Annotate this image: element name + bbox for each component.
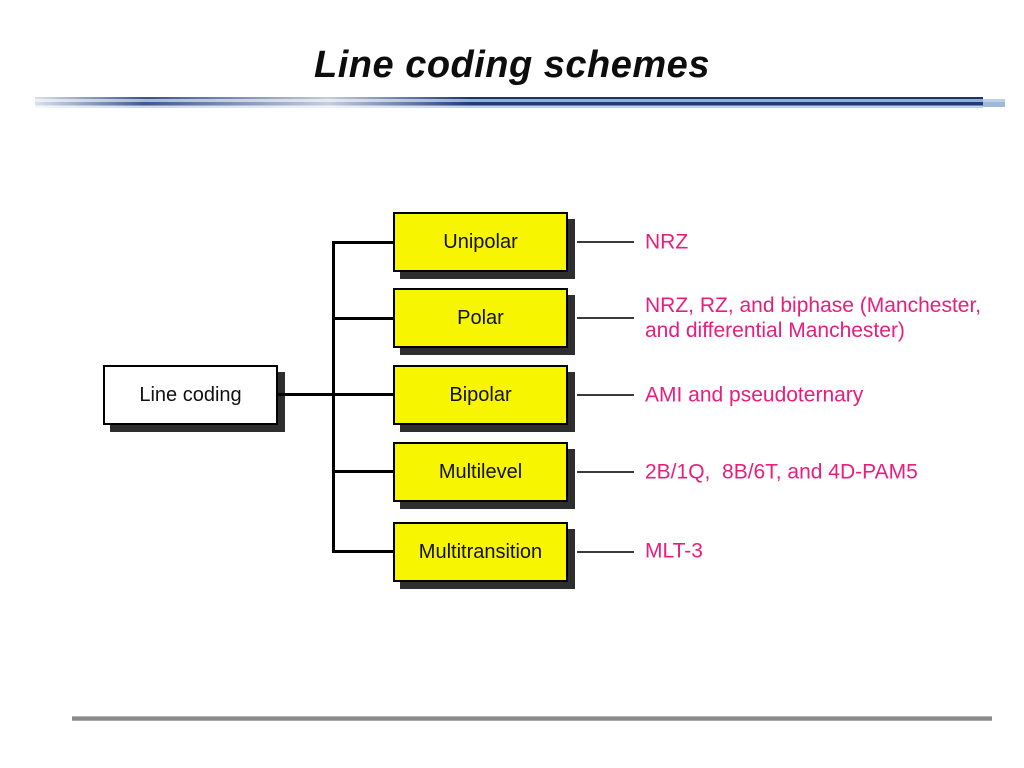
- category-label: Polar: [457, 306, 504, 329]
- category-label: Unipolar: [443, 230, 518, 253]
- scheme-connector-multilevel: [577, 471, 634, 473]
- scheme-connector-unipolar: [577, 241, 634, 243]
- branch-line-unipolar: [333, 241, 393, 244]
- branch-line-multitransition: [333, 550, 393, 553]
- category-label: Bipolar: [449, 383, 512, 406]
- root-box-line-coding: Line coding: [103, 365, 278, 425]
- scheme-connector-polar: [577, 317, 634, 319]
- trunk-line: [332, 241, 335, 553]
- category-box-multilevel: Multilevel: [393, 442, 568, 502]
- branch-line-bipolar: [333, 393, 393, 396]
- scheme-connector-multitransition: [577, 551, 634, 553]
- category-box-bipolar: Bipolar: [393, 365, 568, 425]
- scheme-label-multilevel: 2B/1Q, 8B/6T, and 4D-PAM5: [645, 460, 918, 484]
- branch-line-multilevel: [333, 470, 393, 473]
- scheme-connector-bipolar: [577, 394, 634, 396]
- category-box-unipolar: Unipolar: [393, 212, 568, 272]
- connector-root-to-trunk: [278, 393, 333, 396]
- title-underline-bar-tail: [983, 99, 1005, 107]
- category-box-polar: Polar: [393, 288, 568, 348]
- root-box-label: Line coding: [139, 383, 242, 406]
- scheme-label-polar: NRZ, RZ, and biphase (Manchester, and di…: [645, 294, 982, 342]
- category-label: Multilevel: [438, 460, 523, 483]
- bottom-divider-line: [72, 716, 992, 721]
- slide-title: Line coding schemes: [314, 44, 710, 86]
- scheme-label-multitransition: MLT-3: [645, 539, 703, 563]
- category-box-multitransition: Multitransition: [393, 522, 568, 582]
- scheme-label-bipolar: AMI and pseudoternary: [645, 383, 864, 407]
- title-underline-bar: [35, 97, 983, 108]
- scheme-label-unipolar: NRZ: [645, 230, 689, 254]
- category-label: Multitransition: [418, 540, 543, 563]
- branch-line-polar: [333, 317, 393, 320]
